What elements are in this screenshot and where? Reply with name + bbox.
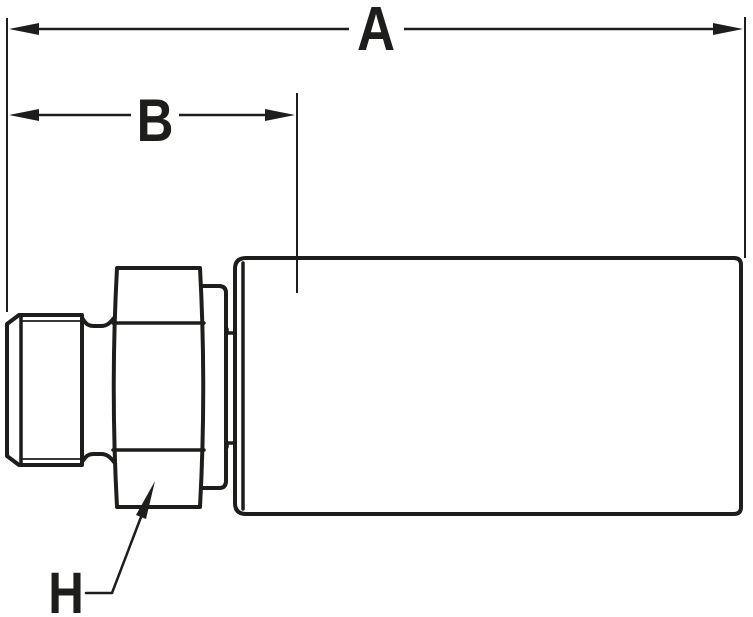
dimension-b-arrow-right: [265, 109, 295, 121]
dimension-a-label: A: [357, 0, 395, 64]
dimension-b-arrow-left: [9, 109, 39, 121]
thread-end-outline: [5, 313, 84, 467]
fitting-neck-top-profile: [80, 316, 116, 328]
hex-leader-arrow: [136, 481, 155, 519]
dimension-a-arrow-right: [713, 23, 743, 35]
fitting-neck-bottom-profile: [80, 452, 116, 464]
crimp-shell-outline: [233, 256, 743, 516]
dimension-a-arrow-left: [9, 23, 39, 35]
hex-leader-line: [84, 515, 143, 595]
hex-nut-outline: [111, 266, 206, 509]
hex-size-label: H: [48, 561, 84, 617]
line-art: A B H: [5, 0, 746, 617]
dimension-b-label: B: [137, 87, 174, 154]
